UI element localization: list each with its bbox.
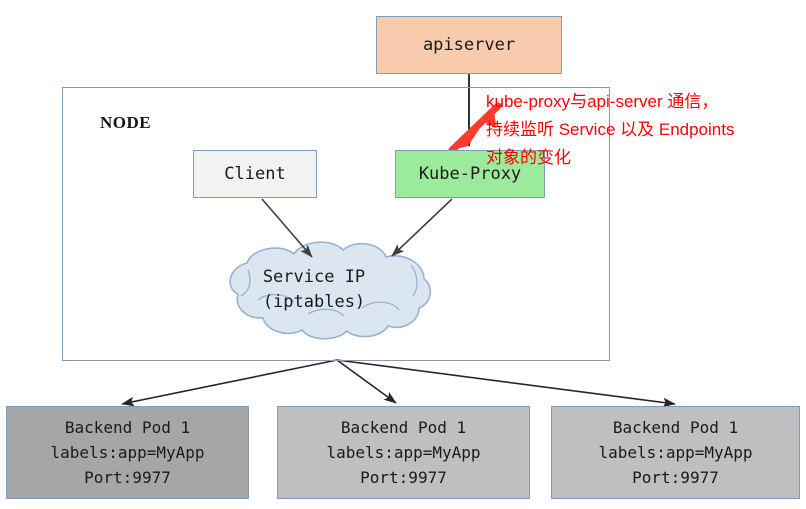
connector-kube-proxy-to-service-ip [391, 198, 453, 257]
connector-service-ip-to-pod-2 [336, 359, 397, 404]
pod-1-port: Port:9977 [84, 468, 171, 487]
pod-2-port: Port:9977 [360, 468, 447, 487]
annotation-text: kube-proxy与api-server 通信， 持续监听 Service 以… [486, 88, 806, 172]
annotation-line-2: 持续监听 Service 以及 Endpoints [486, 120, 735, 139]
connector-service-ip-to-pod-3 [336, 359, 676, 408]
annotation-pointer-arrow [448, 102, 502, 154]
backend-pod-2-box[interactable]: Backend Pod 1 labels:app=MyApp Port:9977 [277, 406, 530, 499]
pod-3-labels: labels:app=MyApp [598, 443, 753, 462]
apiserver-label: apiserver [422, 35, 516, 55]
backend-pod-1-box[interactable]: Backend Pod 1 labels:app=MyApp Port:9977 [6, 406, 249, 499]
connector-client-to-service-ip [261, 198, 313, 258]
service-ip-cloud-shape [229, 241, 432, 340]
node-label: NODE [100, 113, 152, 132]
pod-2-labels: labels:app=MyApp [326, 443, 481, 462]
kube-proxy-label: Kube-Proxy [418, 164, 522, 184]
pod-1-labels: labels:app=MyApp [50, 443, 205, 462]
pod-2-name: Backend Pod 1 [340, 418, 467, 437]
client-box[interactable]: Client [193, 150, 317, 198]
client-label: Client [224, 164, 286, 184]
kube-proxy-box[interactable]: Kube-Proxy [395, 150, 545, 198]
backend-pod-3-box[interactable]: Backend Pod 1 labels:app=MyApp Port:9977 [551, 406, 800, 499]
node-container [62, 87, 610, 361]
pod-3-name: Backend Pod 1 [612, 418, 739, 437]
pod-3-port: Port:9977 [632, 468, 719, 487]
pod-1-name: Backend Pod 1 [64, 418, 191, 437]
annotation-line-1: kube-proxy与api-server 通信， [486, 92, 719, 111]
connector-service-ip-to-pod-1 [121, 359, 338, 407]
apiserver-box[interactable]: apiserver [376, 16, 562, 74]
annotation-line-3: 对象的变化 [486, 148, 571, 167]
